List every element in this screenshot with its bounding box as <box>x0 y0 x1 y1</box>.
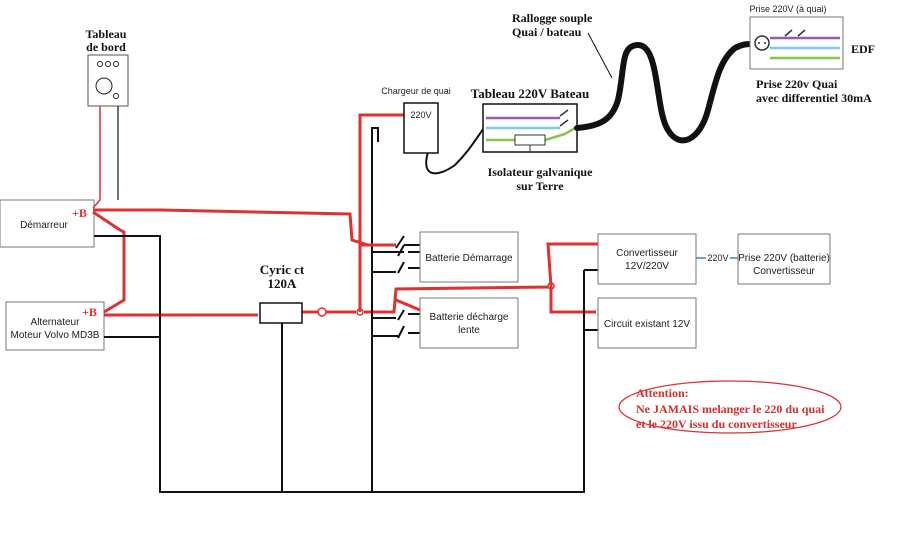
batterie-decharge-box <box>419 297 519 349</box>
rallonge-pointer <box>587 32 613 79</box>
isolateur-label-2: sur Terre <box>516 179 564 193</box>
plus-b-alternateur: +B <box>82 305 97 319</box>
batterie-decharge-label-1: Batterie décharge <box>430 312 509 323</box>
prise-quai-top-label: Prise 220V (à quai) <box>749 4 826 14</box>
batterie-demarrage-box <box>419 231 519 283</box>
attention-line-1: Ne JAMAIS melanger le 220 du quai <box>636 402 825 416</box>
cyric-box <box>259 302 303 324</box>
attention-line-2: et le 220V issu du convertisseur <box>636 417 797 431</box>
isolateur-label-1: Isolateur galvanique <box>488 165 593 179</box>
convertisseur-label-1: Convertisseur <box>616 248 678 259</box>
batterie-decharge-label-2: lente <box>458 325 480 336</box>
cyric-label-2: 120A <box>268 276 298 291</box>
circuit-12v-box <box>597 297 697 349</box>
alternateur-box <box>5 301 105 351</box>
prise-conv-label-1: Prise 220V (batterie) <box>738 253 830 264</box>
circuit-12v-label: Circuit existant 12V <box>604 319 690 330</box>
plus-b-demarreur: +B <box>72 206 87 220</box>
prise-quai-label-1: Prise 220v Quai <box>756 77 838 91</box>
prise-quai-label-2: avec differentiel 30mA <box>756 91 872 105</box>
rallonge-label-1: Rallogge souple <box>512 11 593 25</box>
tableau-220-label: Tableau 220V Bateau <box>471 86 589 101</box>
tableau-bord-label-2: de bord <box>86 40 126 54</box>
chargeur-box <box>403 102 439 154</box>
demarreur-label: Démarreur <box>20 220 68 231</box>
positive-wires <box>92 106 598 317</box>
negative-wires <box>94 106 598 493</box>
attention-bubble <box>618 380 842 434</box>
switch-blade-icon <box>395 235 405 249</box>
alternateur-label-1: Alternateur <box>31 317 81 328</box>
tableau-bord-label-1: Tableau <box>86 27 127 41</box>
prise-conv-box <box>737 233 831 285</box>
convertisseur-label-2: 12V/220V <box>625 261 669 272</box>
cyric-label-1: Cyric ct <box>260 262 305 277</box>
tableau-220-wiring <box>486 109 576 152</box>
batterie-demarrage-label: Batterie Démarrage <box>425 253 513 264</box>
prise-quai-wiring <box>754 29 840 60</box>
prise-conv-label-2: Convertisseur <box>753 266 815 277</box>
demarreur-box <box>0 199 95 248</box>
convertisseur-box <box>597 233 697 285</box>
rallonge-label-2: Quai / bateau <box>512 25 582 39</box>
conv-220-label: 220V <box>707 253 728 263</box>
tableau-bord-gauges-icon <box>95 61 119 99</box>
rallonge-cable <box>574 41 755 144</box>
edf-label: EDF <box>851 42 875 56</box>
tableau-bord-box <box>87 54 129 107</box>
chargeur-220-label: 220V <box>410 110 431 120</box>
alternateur-label-2: Moteur Volvo MD3B <box>11 330 100 341</box>
chargeur-label: Chargeur de quai <box>381 86 451 96</box>
attention-label: Attention: <box>636 386 689 400</box>
